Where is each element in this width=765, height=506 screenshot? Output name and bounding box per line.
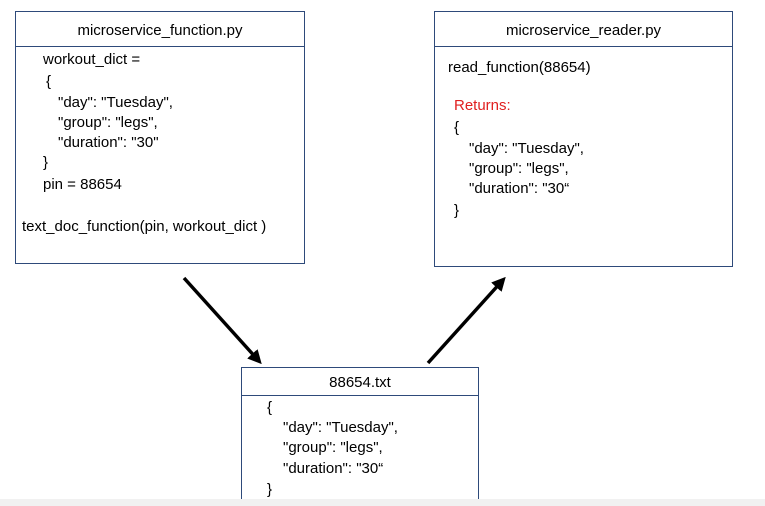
function-line-8: text_doc_function(pin, workout_dict ) [22,218,267,235]
function-line-6: } [43,154,49,171]
file-box-title: 88654.txt [242,368,478,396]
bottom-strip [0,499,765,506]
arrow-file-to-reader [426,276,506,365]
file-line-3: "group": "legs", [283,439,383,456]
reader-call: read_function(88654) [448,59,591,76]
file-line-4: "duration": "30“ [283,460,384,477]
function-line-1: workout_dict = [43,51,141,68]
arrow-function-to-file [182,276,262,365]
file-line-1: { [267,399,273,416]
function-line-4: "group": "legs", [58,114,158,131]
reader-line-4: "duration": "30“ [469,180,570,197]
reader-line-3: "group": "legs", [469,160,569,177]
file-line-5: } [267,481,273,498]
function-line-3: "day": "Tuesday", [58,94,173,111]
function-line-5: "duration": "30" [58,134,159,151]
function-box: microservice_function.py [15,11,305,264]
function-line-7: pin = 88654 [43,176,122,193]
function-box-title: microservice_function.py [16,12,304,47]
reader-box: microservice_reader.py [434,11,733,267]
reader-returns-label: Returns: [454,97,511,114]
reader-box-title: microservice_reader.py [435,12,732,47]
file-line-2: "day": "Tuesday", [283,419,398,436]
reader-line-5: } [454,202,460,219]
reader-line-1: { [454,119,460,136]
reader-line-2: "day": "Tuesday", [469,140,584,157]
function-line-2: { [46,73,52,90]
